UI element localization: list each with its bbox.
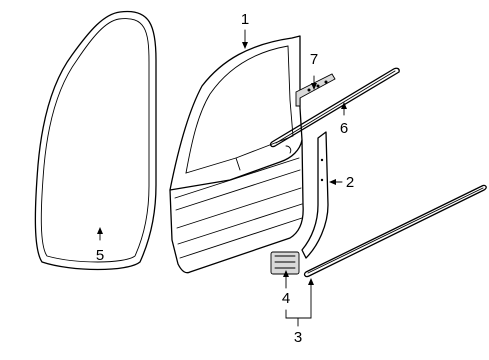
callout-1: 1 [241,11,249,28]
belt-molding-part [269,67,400,148]
handle-bracket-part [270,251,300,275]
callout-5: 5 [96,247,104,264]
callout-6: 6 [340,120,348,137]
callout-7: 7 [310,51,318,68]
door-garnish-part [301,131,329,259]
callout-2: 2 [346,174,354,191]
lower-molding-part [303,184,487,278]
front-door-shell-part [169,35,304,274]
callout-4: 4 [282,290,290,307]
leader-lines [97,29,347,327]
weatherstrip-seal-part [34,10,157,271]
bracket-clip-part [295,73,336,107]
callout-3: 3 [294,329,302,346]
